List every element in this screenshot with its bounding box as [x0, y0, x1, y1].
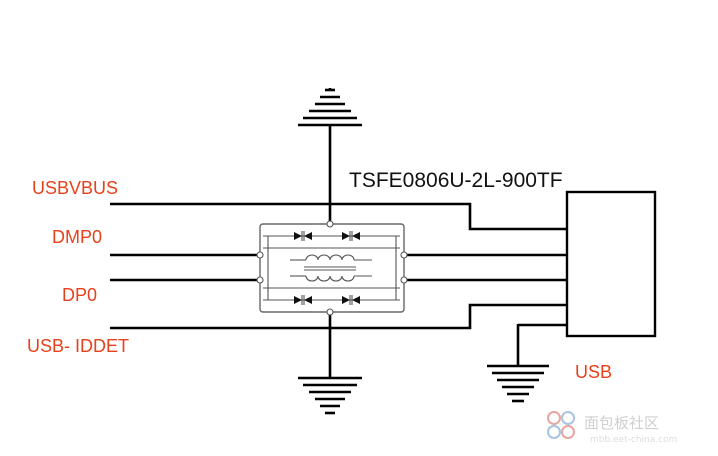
watermark-text: 面包板社区 — [584, 414, 659, 432]
choke-coil-lower — [290, 275, 372, 282]
top-ground-symbol — [298, 88, 362, 226]
choke-core — [304, 266, 356, 271]
diode-upper-right — [342, 231, 360, 241]
label-dmp0: DMP0 — [52, 227, 102, 247]
choke-coil-upper — [290, 254, 372, 261]
label-usb-iddet: USB- IDDET — [27, 336, 129, 356]
part-number-label: TSFE0806U-2L-900TF — [349, 169, 563, 192]
wire-usbvbus — [110, 202, 567, 231]
pin-bottom — [326, 308, 334, 316]
pin-top — [326, 220, 334, 228]
watermark-logo-icon — [547, 411, 575, 439]
label-dp0: DP0 — [62, 285, 97, 305]
watermark-url: mbb.eet-china.com — [590, 435, 677, 445]
diode-upper-left — [294, 231, 312, 241]
bottom-ground-symbol — [298, 302, 362, 415]
wire-usb-iddet — [110, 303, 567, 330]
usb-connector-box — [565, 190, 657, 338]
pin-dp0-in — [256, 276, 264, 284]
diode-lower-left — [294, 295, 312, 305]
connector-ground-symbol — [487, 323, 567, 403]
label-usbvbus: USBVBUS — [32, 178, 118, 198]
label-usb-connector: USB — [575, 362, 612, 382]
watermark: 面包板社区 mbb.eet-china.com — [547, 411, 677, 445]
pin-dp0-out — [400, 276, 408, 284]
filter-component — [256, 220, 408, 316]
diode-lower-right — [342, 295, 360, 305]
pin-dmp0-in — [256, 251, 264, 259]
pin-dmp0-out — [400, 251, 408, 259]
